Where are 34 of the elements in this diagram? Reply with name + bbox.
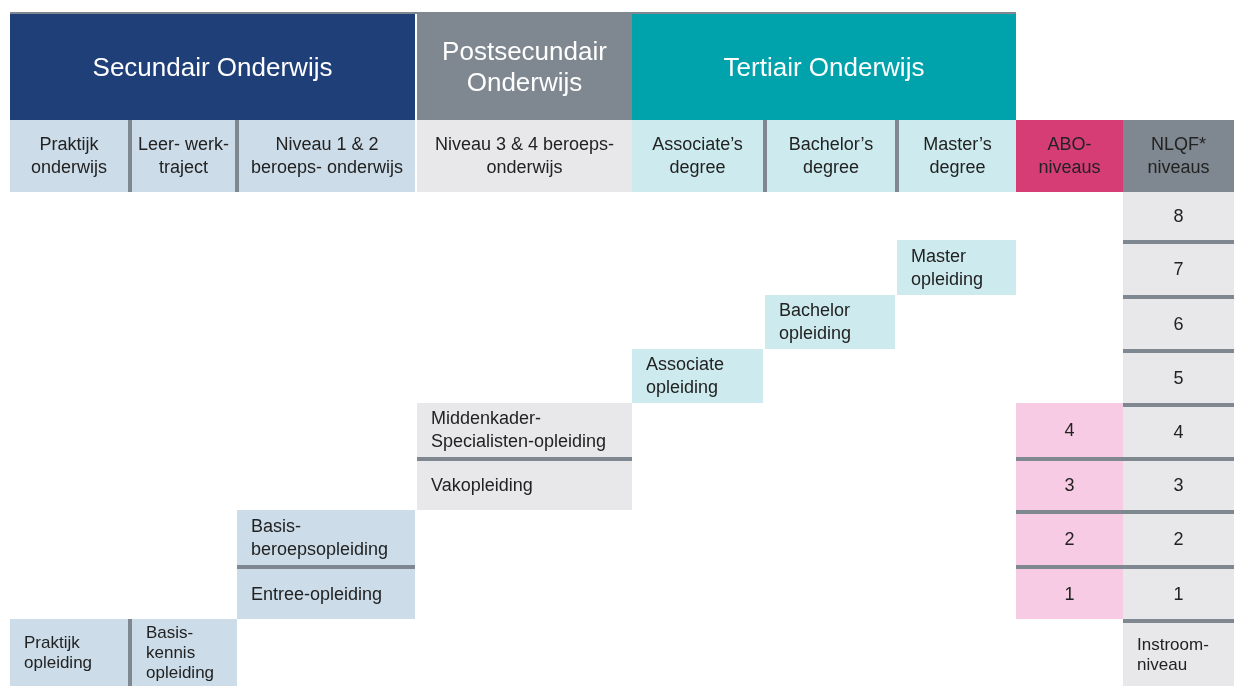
column-header: Master’s degree [895,120,1016,192]
level-cell: 6 [1123,295,1234,349]
program-box: Entree-opleiding [237,565,415,619]
column-header: Leer- werk- traject [128,120,235,192]
header-band: Tertiair Onderwijs [632,14,1016,120]
program-box: Vakopleiding [417,457,632,510]
column-header: Associate’s degree [632,120,763,192]
program-box: Bachelor opleiding [765,295,895,349]
program-box: Associate opleiding [632,349,763,403]
header-band: Postsecundair Onderwijs [417,14,632,120]
program-box: Basis- beroepsopleiding [237,510,415,565]
program-box: Basis- kennis opleiding [128,619,237,686]
program-box: Master opleiding [897,240,1016,295]
level-cell: 4 [1016,403,1123,457]
header-band: Secundair Onderwijs [10,14,415,120]
program-box: Praktijk opleiding [10,619,128,686]
level-cell: 7 [1123,240,1234,295]
column-header: ABO- niveaus [1016,120,1123,192]
level-cell: 2 [1016,510,1123,565]
level-cell: 8 [1123,192,1234,240]
column-header: Niveau 1 & 2 beroeps- onderwijs [235,120,415,192]
column-header: Niveau 3 & 4 beroeps- onderwijs [417,120,632,192]
column-header: Bachelor’s degree [763,120,895,192]
column-header: NLQF* niveaus [1123,120,1234,192]
level-cell: 3 [1123,457,1234,510]
level-cell: Instroom- niveau [1123,619,1234,686]
level-cell: 1 [1123,565,1234,619]
level-cell: 4 [1123,403,1234,457]
level-cell: 2 [1123,510,1234,565]
level-cell: 3 [1016,457,1123,510]
program-box: Middenkader- Specialisten-opleiding [417,403,632,457]
column-header: Praktijk onderwijs [10,120,128,192]
level-cell: 5 [1123,349,1234,403]
level-cell: 1 [1016,565,1123,619]
